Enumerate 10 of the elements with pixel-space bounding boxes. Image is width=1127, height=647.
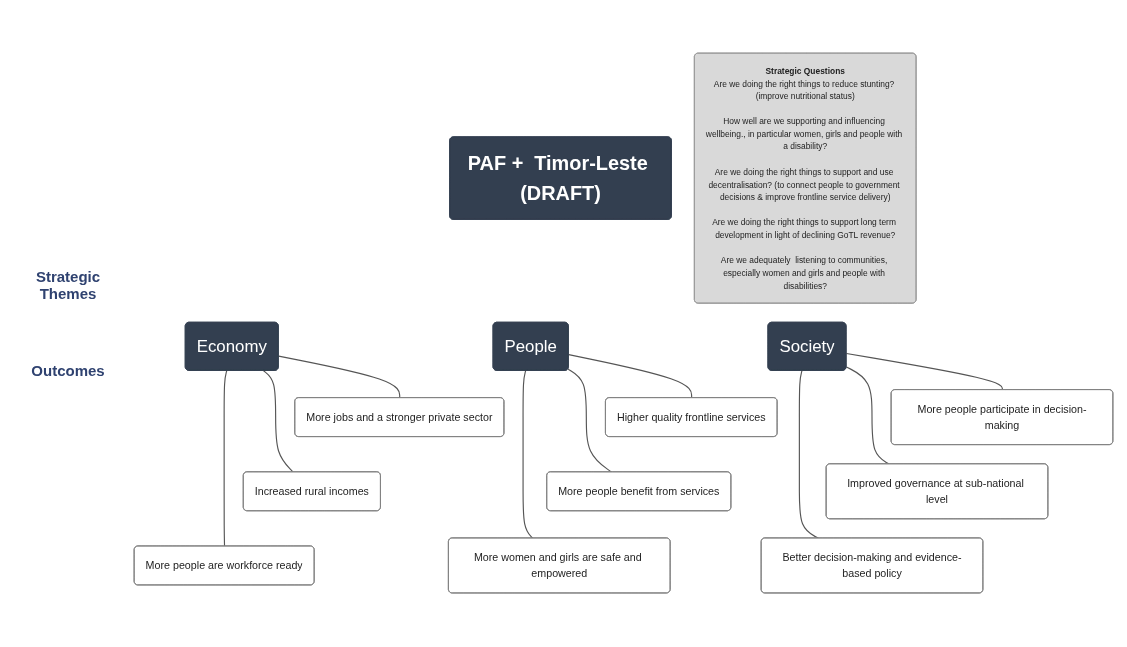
connector [263, 370, 294, 474]
section-label: Outcomes [30, 362, 106, 379]
section-label: Strategic Themes [34, 268, 102, 302]
connector [278, 355, 401, 399]
connector [567, 369, 613, 474]
connector [522, 370, 534, 540]
connector [845, 366, 890, 466]
connector [568, 354, 693, 399]
connector [845, 353, 1003, 391]
connector [223, 370, 228, 548]
